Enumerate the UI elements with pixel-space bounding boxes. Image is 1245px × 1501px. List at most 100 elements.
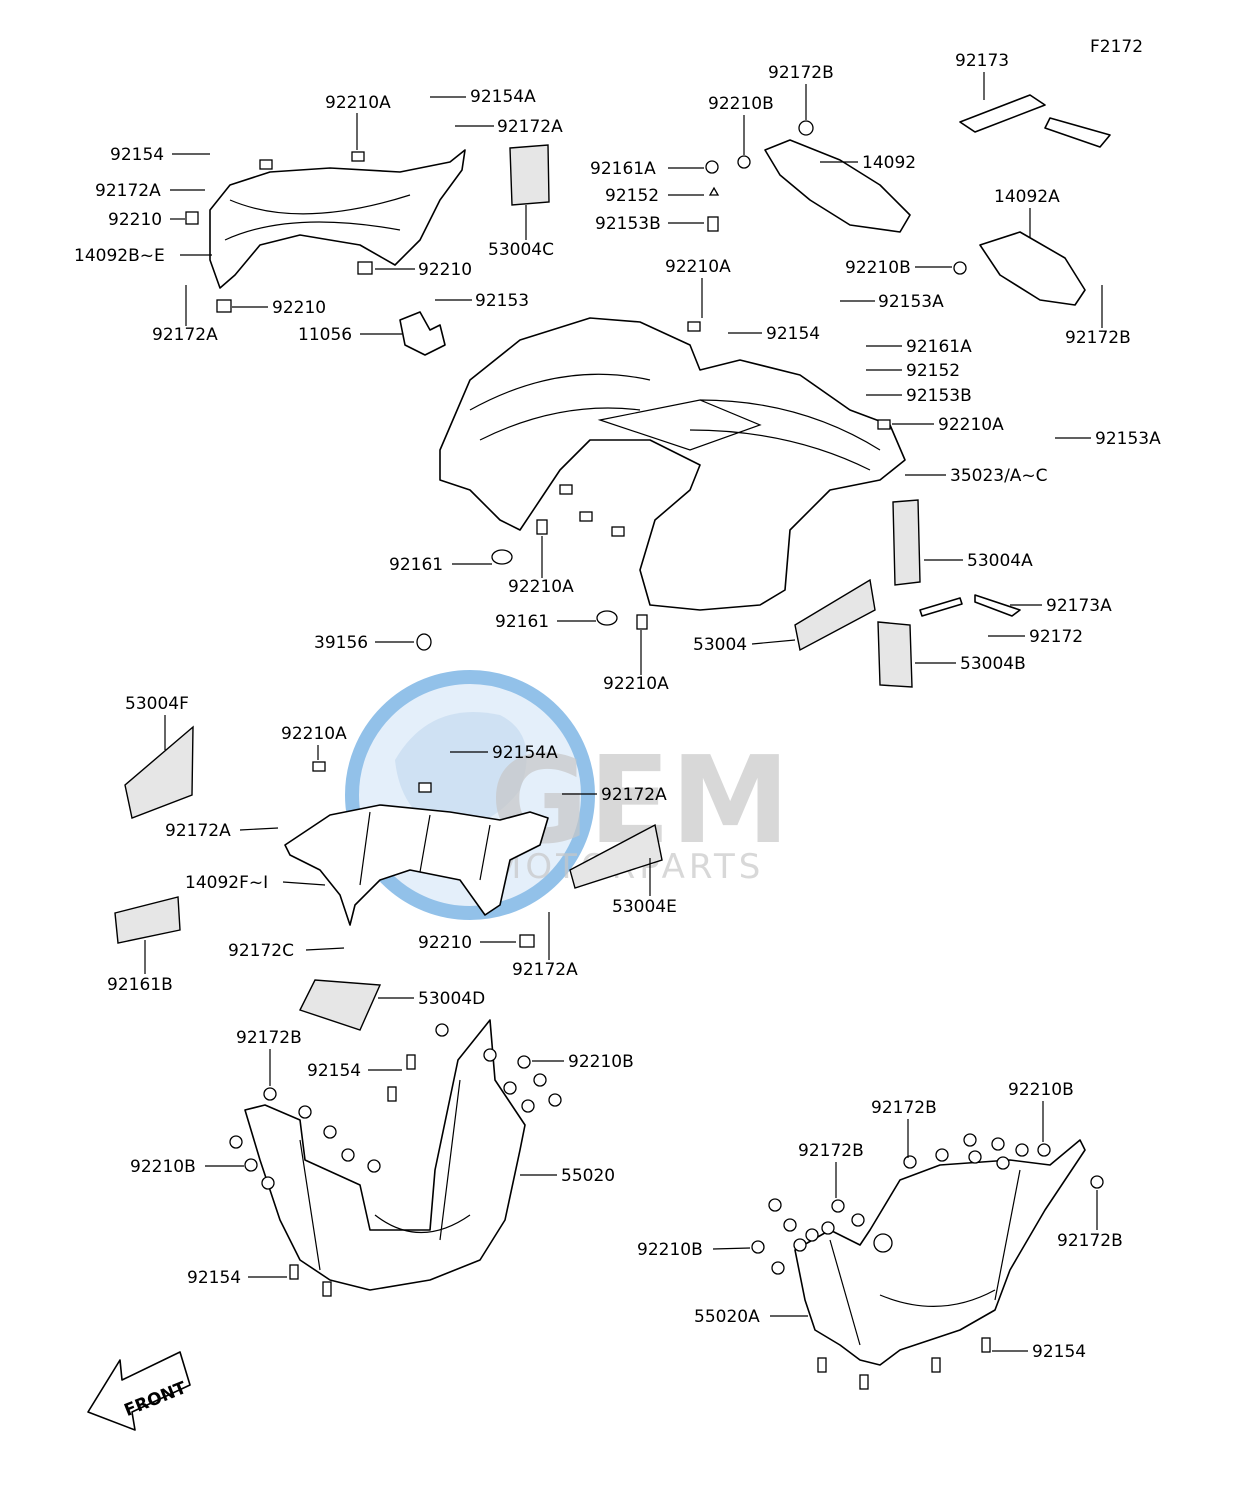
part-number-label: 92210B [1008,1080,1074,1100]
bracket-14092A [979,231,1086,306]
part-number-label: 92172B [798,1141,864,1161]
part-number-label: 92210B [130,1157,196,1177]
part-number-label: 14092A [994,187,1060,207]
part-number-label: 35023/A~C [950,466,1048,486]
part-number-label: 92172A [152,325,218,345]
part-number-label: 92172B [1065,328,1131,348]
part-number-label: 92172C [228,941,294,961]
part-number-label: 92172A [497,117,563,137]
step-92173b [1044,117,1111,148]
part-number-label: 92172 [1029,627,1083,647]
part-number-label: 92172A [512,960,578,980]
labels-rear-fender: 92210A 92154 92161A 92152 92153B 92210A … [314,257,1161,694]
part-number-label: 92153 [475,291,529,311]
cover-53004E [569,823,663,889]
part-number-label: 92172B [1057,1231,1123,1251]
part-number-label: 92210 [418,260,472,280]
part-number-label: 92210A [508,577,574,597]
cover-53004B [877,621,913,688]
part-number-label: 55020A [694,1307,760,1327]
part-number-label: 92210A [665,257,731,277]
part-number-label: 92161A [590,159,656,179]
part-number-label: 55020 [561,1166,615,1186]
part-number-label: 92210A [281,724,347,744]
part-number-label: 92154A [492,743,558,763]
part-number-label: 92161 [389,555,443,575]
part-number-label: 92153B [595,214,661,234]
part-number-label: 92173A [1046,596,1112,616]
bracket-11056 [399,311,446,356]
part-number-label: 92210 [272,298,326,318]
cover-53004F [124,725,194,819]
clip-nut [185,211,199,225]
cover-53004D [299,979,382,1031]
part-number-label: 92154 [766,324,820,344]
part-number-label: 92172B [768,63,834,83]
labels-rear-inner-fender: 92210A 92154A 92172A 92154 92172A 92210 … [74,87,563,345]
part-number-label: 53004E [612,897,677,917]
figure-code: F2172 [1090,37,1143,57]
rear-inner-fender [209,149,466,289]
part-number-label: 92152 [906,361,960,381]
part-number-label: 92161A [906,337,972,357]
part-number-label: 92154 [110,145,164,165]
part-number-label: 53004 [693,635,747,655]
part-number-label: 53004C [488,240,554,260]
part-number-label: 53004F [125,694,189,714]
cover-53004 [794,578,876,652]
clip-nut [357,261,373,275]
part-number-label: 92152 [605,186,659,206]
rear-fender-group [416,317,1021,688]
rear-inner-fender-group [185,144,550,356]
step-92173 [959,94,1046,133]
part-number-label: 92172A [601,785,667,805]
part-number-label: 92210 [108,210,162,230]
part-number-label: 92173 [955,51,1009,71]
part-number-label: 92153A [1095,429,1161,449]
labels-left-footboard: 92172B 92154 92210B 55020 92210B 92154 [130,1028,634,1288]
right-rear-parts-group [705,94,1111,306]
part-number-label: 92154 [187,1268,241,1288]
step-92173A-b [974,594,1021,617]
clip-nut [259,159,273,170]
cover-53004C [509,144,550,206]
part-number-label: 92154A [470,87,536,107]
footboard-55020A [794,1139,1086,1366]
step-92173A [919,597,963,617]
gem-watermark: GEM MOTORPARTS [345,670,790,920]
part-number-label: 14092F~I [185,873,268,893]
part-number-label: 92210A [603,674,669,694]
part-number-label: 92172B [236,1028,302,1048]
labels-right-rear: 92172B 92173 92210B 92161A 92152 92153B … [590,51,1131,348]
clip-nut [351,151,365,162]
labels-front-fender: 53004F 92210A 92154A 92172A 92172A 14092… [107,694,677,1009]
rear-fender-35023 [439,317,906,611]
part-number-label: 92172A [95,181,161,201]
part-number-label: 92210B [708,94,774,114]
part-number-label: 39156 [314,633,368,653]
part-number-label: 92210A [938,415,1004,435]
part-number-label: 92172A [165,821,231,841]
part-number-label: 53004A [967,551,1033,571]
part-number-label: 92172B [871,1098,937,1118]
part-number-label: 92161 [495,612,549,632]
part-number-label: 92210A [325,93,391,113]
clip-nut [216,299,232,313]
bracket-14092 [764,139,911,233]
front-fender-group [114,725,663,1031]
cover-92161B [114,896,181,944]
footboard-55020 [244,1019,526,1291]
part-number-label: 14092 [862,153,916,173]
part-number-label: 92210B [568,1052,634,1072]
cover-53004A [892,499,921,586]
part-number-label: 92161B [107,975,173,995]
part-number-label: 92153A [878,292,944,312]
part-number-label: 92154 [1032,1342,1086,1362]
part-number-label: 92210B [637,1240,703,1260]
part-number-label: 92154 [307,1061,361,1081]
front-direction-arrow: FRONT [87,1351,191,1431]
part-number-label: 92153B [906,386,972,406]
left-footboard-group [229,1019,562,1297]
part-number-label: 14092B~E [74,246,165,266]
